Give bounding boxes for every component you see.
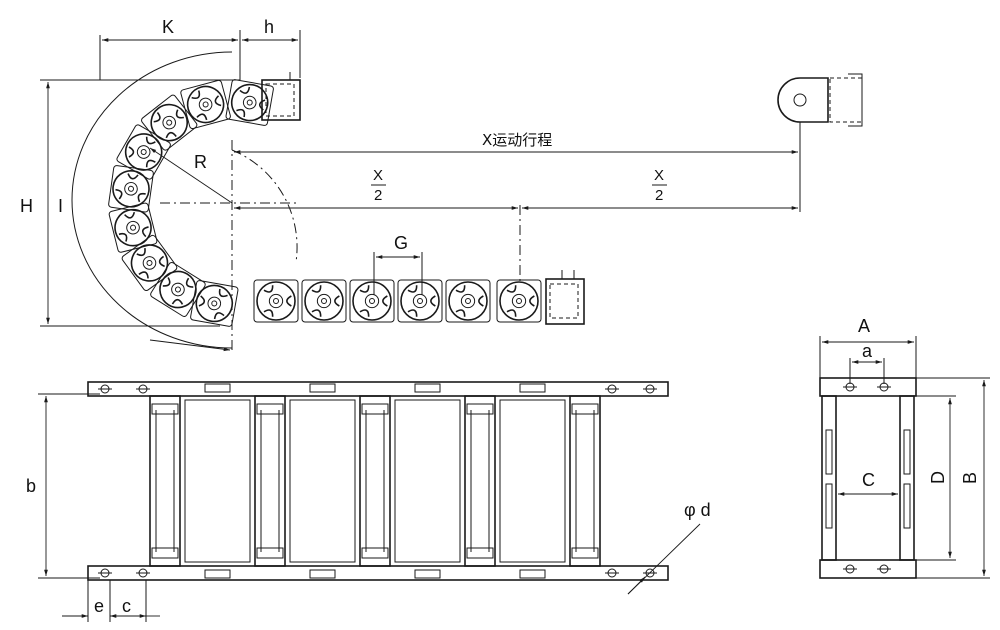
side-plate (184, 399, 251, 563)
straight-link (349, 279, 395, 323)
remote-bracket (777, 73, 863, 127)
frac-right-num: X (654, 167, 664, 184)
cross-bar (569, 395, 601, 567)
bottom-end-bracket (545, 270, 585, 325)
straight-link (301, 279, 347, 323)
label-b: b (26, 476, 36, 496)
label-D: D (928, 471, 948, 484)
frac-left-num: X (373, 167, 383, 184)
frac-right-den: 2 (655, 187, 663, 204)
bend-link (190, 280, 239, 327)
cross-bar (149, 395, 181, 567)
section-bottom-bar (819, 559, 917, 579)
side-plate (394, 399, 461, 563)
label-A: A (858, 316, 870, 336)
section-view: A a C D B (819, 316, 990, 579)
bottom-rail (87, 565, 669, 581)
bend-outer-arc (71, 51, 233, 349)
label-C: C (862, 470, 875, 490)
label-c: c (122, 596, 131, 616)
label-R: R (194, 152, 207, 172)
side-plate (289, 399, 356, 563)
section-right-plate (899, 395, 915, 561)
frac-left-den: 2 (374, 187, 382, 204)
frac-X2-right: X 2 (652, 167, 667, 204)
label-h: h (264, 17, 274, 37)
cross-bar (359, 395, 391, 567)
label-I: I (58, 196, 63, 216)
label-e: e (94, 596, 104, 616)
frac-X2-left: X 2 (371, 167, 386, 204)
top-rail (87, 381, 669, 397)
dim-R-line (149, 147, 233, 204)
bend-link (225, 79, 274, 126)
section-left-plate (821, 395, 837, 561)
top-view: b e c φ d (26, 381, 711, 622)
cross-bar (464, 395, 496, 567)
label-K: K (162, 17, 174, 37)
top-end-bracket (261, 72, 301, 121)
straight-link (253, 279, 299, 323)
cross-bar (254, 395, 286, 567)
label-H: H (20, 196, 33, 216)
label-B: B (960, 472, 980, 484)
side-plate (499, 399, 566, 563)
straight-link (445, 279, 491, 323)
section-top-bar (819, 377, 917, 397)
bend-link (108, 165, 154, 213)
label-G: G (394, 233, 408, 253)
straight-link (496, 279, 542, 323)
straight-links (253, 279, 542, 323)
top-view-parts (98, 383, 657, 579)
label-phi-d: φ d (684, 500, 711, 520)
pitch-circle-arc (231, 149, 298, 263)
straight-link (397, 279, 443, 323)
bend-links (108, 79, 274, 327)
label-X-travel: X运动行程 (482, 131, 552, 149)
label-a: a (862, 341, 873, 361)
side-view: K h H I R X运动行程 X 2 X 2 (20, 17, 863, 352)
